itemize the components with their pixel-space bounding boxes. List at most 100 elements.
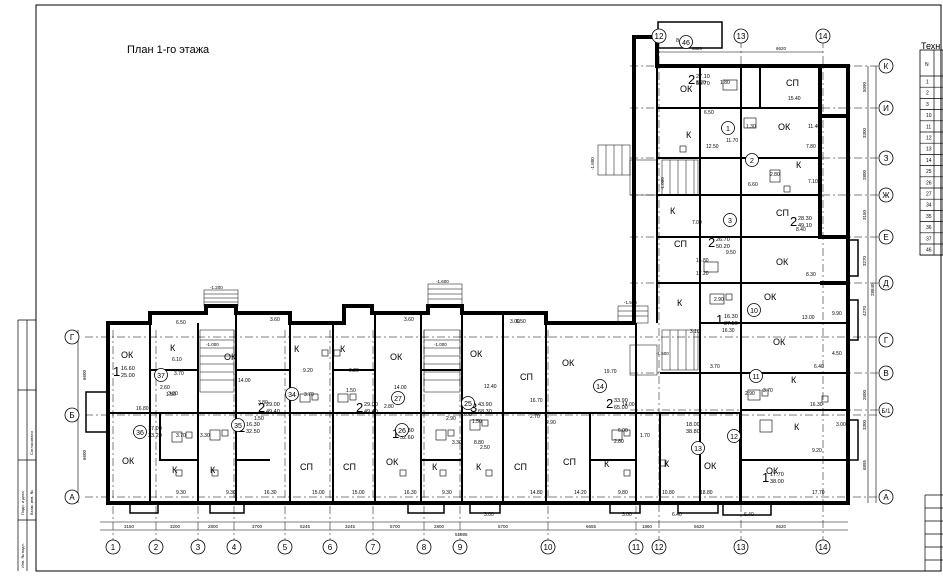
room-area: 6.40: [744, 512, 754, 518]
tech-table-row: 36: [926, 225, 932, 231]
axis-label: 5: [283, 543, 288, 552]
apartment-total-area: 26.70: [716, 237, 730, 243]
axis-bubble-right: Е: [878, 229, 894, 245]
room-area: 2.80: [770, 172, 780, 178]
room-area: 17.20: [696, 271, 709, 277]
dimension-text: 1860: [642, 524, 653, 529]
room-area: 9.20: [812, 448, 822, 454]
apartment-11: 11: [749, 369, 763, 383]
room-label: СП: [674, 239, 687, 249]
apartment-number-bubble: 26: [398, 428, 406, 435]
room-label: К: [476, 462, 482, 472]
tech-table-row: 3: [926, 102, 929, 108]
room-area: 3.30: [200, 433, 210, 439]
apartment-total-area: 16.30: [246, 422, 260, 428]
axis-label: 8: [422, 543, 427, 552]
room-label: К: [210, 465, 216, 475]
room-area: 16.30: [264, 490, 277, 496]
room-area: 7.80: [806, 144, 816, 150]
apartment-living-area: 49.40: [266, 409, 280, 415]
apartment-number-bubble: 14: [596, 384, 604, 391]
apartment-total-area: 27.10: [696, 74, 710, 80]
axis-label: 3: [196, 543, 201, 552]
dimension-text: 2800: [208, 524, 219, 529]
axis-bubble-bottom: 13: [733, 539, 749, 555]
axis-label: 11: [632, 543, 641, 552]
interior-walls: [108, 66, 848, 503]
room-area: 1.50: [166, 392, 176, 398]
room-label: К: [432, 462, 438, 472]
axis-label: 7: [371, 543, 376, 552]
apartment-total-area: 17.00: [148, 426, 162, 432]
apartment-rooms: 1: [716, 312, 723, 327]
apartment-number-bubble: 34: [288, 392, 296, 399]
room-area: 11.40: [808, 124, 820, 130]
apartment-living-area: 38.00: [770, 479, 784, 485]
level-mark: -1.500: [656, 351, 669, 356]
room-area: 3.00: [622, 512, 632, 518]
balconies: [85, 21, 859, 516]
axis-bubble-right: А: [878, 489, 894, 505]
room-area: 8.80: [474, 440, 484, 446]
room-area: 16.30: [722, 328, 735, 334]
axis-bubble-bottom: 5: [277, 539, 293, 555]
axis-label: А: [69, 493, 75, 502]
axis-label: Б/1: [882, 409, 892, 415]
axis-label: 6: [328, 543, 333, 552]
apartment-number-bubble: 10: [750, 308, 758, 315]
apartment-number-bubble: 12: [730, 434, 738, 441]
apartment-living-area: 38.80: [686, 429, 700, 435]
axis-label: А: [883, 493, 889, 502]
room-area: 1.50: [472, 419, 482, 425]
room-area: 6.10: [172, 357, 182, 363]
dimension-text: 3300: [862, 419, 867, 430]
tech-table-row: 11: [926, 124, 931, 130]
room-label: К: [340, 344, 346, 354]
room-label: ОК: [764, 292, 777, 302]
level-mark: -1.600: [436, 279, 449, 284]
dimension-text: 6600: [82, 449, 87, 460]
apartment-living-area: 49.40: [364, 409, 378, 415]
room-area: 3.70: [174, 371, 184, 377]
level-mark: -1.000: [434, 342, 447, 347]
apartment-rooms: 1: [113, 364, 120, 379]
room-area: 1.50: [254, 416, 264, 422]
axis-label: 10: [544, 543, 553, 552]
level-marks: -1.200 -1.600 -1.500 -1.600 -1.500 -1.00…: [206, 157, 669, 356]
stairwells: [199, 159, 699, 393]
room-area: 3.80: [258, 400, 268, 406]
axis-label: 14: [819, 543, 828, 552]
room-label: ОК: [766, 466, 779, 476]
apartment-rooms: 3: [470, 400, 477, 415]
entrance-steps: [203, 144, 649, 324]
apartment-number-bubble: 46: [682, 40, 690, 47]
side-stamp-text: Подп. и дата: [20, 491, 25, 515]
apartment-living-area: 65.00: [614, 405, 628, 411]
room-area: 3.00: [696, 80, 706, 86]
dimension-text: 5700: [390, 524, 401, 529]
plan-title: План 1-го этажа: [127, 44, 210, 56]
apartment-rooms: 2: [356, 400, 363, 415]
room-area: 2.90: [714, 297, 724, 303]
dimension-text: 6620: [776, 524, 787, 529]
apartment-number-bubble: 35: [234, 423, 242, 430]
dimension-text: 3150: [862, 209, 867, 220]
tech-table-row: 26: [926, 180, 932, 186]
right-dimensions: 5090 3300 2800 3150 3270 4270 2600 3300 …: [82, 81, 875, 470]
room-area: 16.80: [136, 406, 149, 412]
apartment-living-area: 32.50: [246, 429, 260, 435]
dimension-text: 6600: [82, 369, 87, 380]
room-area: 2.80: [384, 404, 394, 410]
room-area: 9.90: [832, 311, 842, 317]
room-area: 9.30: [226, 490, 236, 496]
room-label: К: [794, 422, 800, 432]
axis-label: 2: [154, 543, 159, 552]
tech-table-row: 10: [926, 113, 932, 119]
